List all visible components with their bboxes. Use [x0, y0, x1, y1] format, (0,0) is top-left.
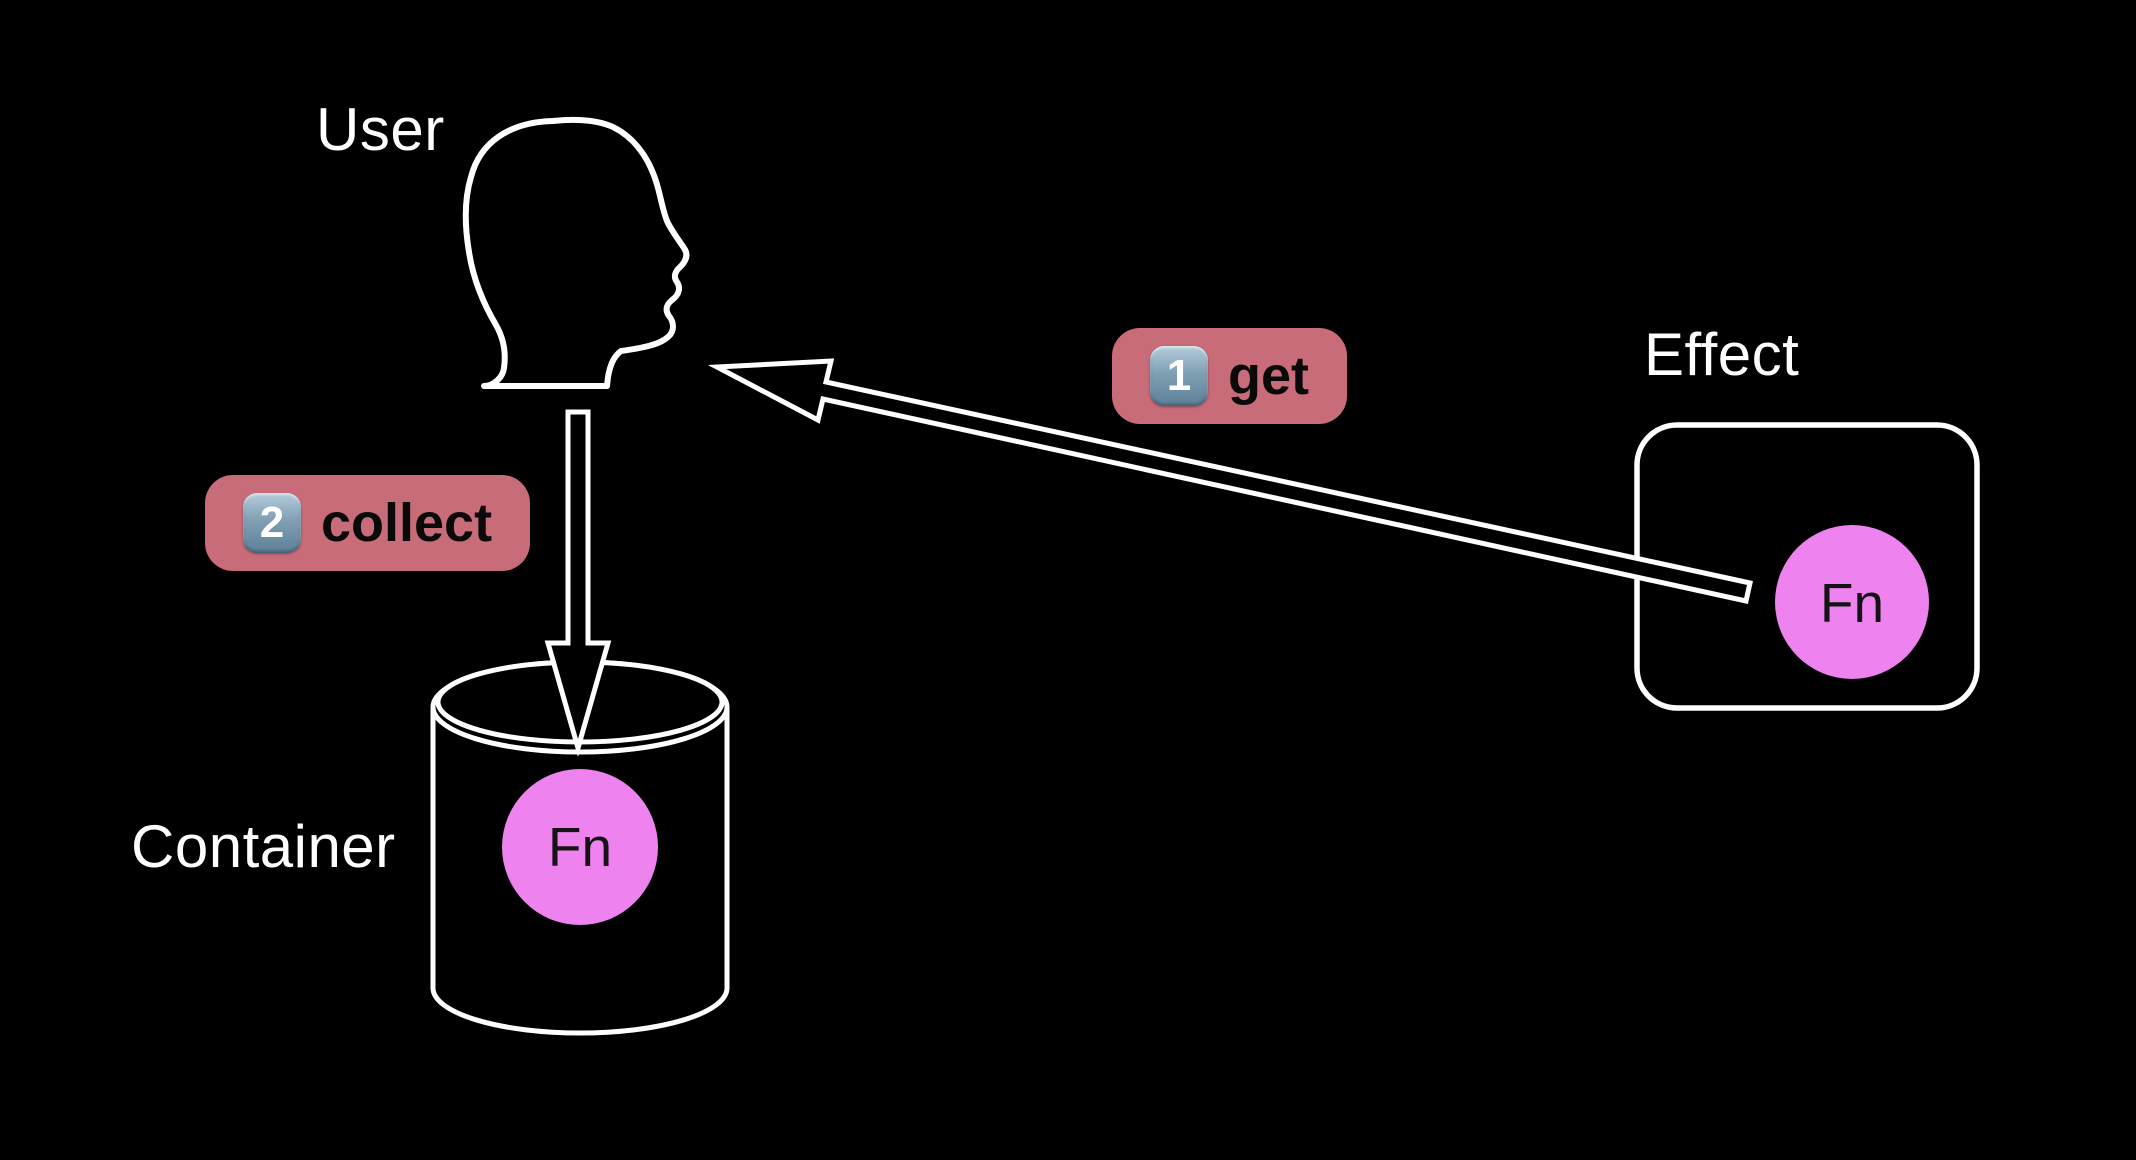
- keycap-2-icon: 2: [243, 493, 301, 553]
- effect-fn-label: Fn: [1820, 572, 1884, 634]
- collect-arrow-icon: [544, 409, 612, 758]
- user-head-icon: [462, 116, 690, 389]
- get-badge-label: get: [1228, 346, 1309, 406]
- get-arrow-icon: [707, 358, 1753, 604]
- collect-badge-label: collect: [321, 493, 493, 553]
- effect-fn-circle: [1775, 525, 1929, 679]
- effect-label: Effect: [1644, 321, 1800, 388]
- container-label: Container: [131, 813, 396, 880]
- keycap-1-icon: 1: [1150, 346, 1208, 406]
- user-label: User: [316, 96, 445, 163]
- get-badge: 1 get: [1112, 328, 1347, 424]
- keycap-1-digit: 1: [1166, 351, 1192, 400]
- container-fn-circle: [502, 769, 658, 925]
- keycap-2-digit: 2: [259, 498, 285, 547]
- container-fn-label: Fn: [548, 816, 612, 878]
- collect-badge: 2 collect: [205, 475, 531, 571]
